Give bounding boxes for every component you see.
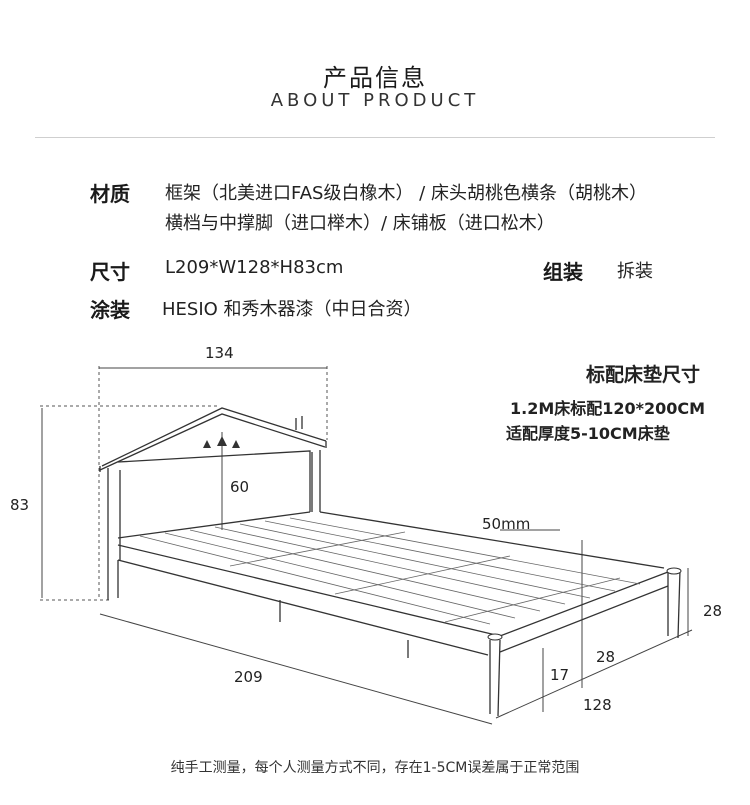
dim-label-60: 60 [230,478,249,496]
dim-label-128: 128 [583,696,612,714]
bed-outline [99,407,681,717]
dim-label-28-leg: 28 [703,602,722,620]
dashed-guides [40,366,328,601]
material-line-1: 框架（北美进口FAS级白橡木） / 床头胡桃色横条（胡桃木） [165,183,647,204]
mattress-title: 标配床垫尺寸 [586,364,701,386]
dim-label-134: 134 [205,344,234,362]
dim-label-17: 17 [550,666,569,684]
dim-label-83: 83 [10,496,29,514]
tree-icon [232,440,240,448]
page-subtitle: ABOUT PRODUCT [270,90,480,111]
dim-label-28-side: 28 [596,648,615,666]
dim-line-209 [99,613,493,725]
measurement-note: 纯手工测量，每个人测量方式不同，存在1-5CM误差属于正常范围 [170,760,580,776]
size-value: L209*W128*H83cm [165,257,344,278]
size-label: 尺寸 [90,260,130,284]
coating-value: HESIO 和秀木器漆（中日合资） [162,299,422,320]
leg-caps [487,567,682,641]
assembly-label: 组装 [543,260,583,284]
material-line-2: 横档与中撑脚（进口榉木）/ 床铺板（进口松木） [165,213,555,234]
slats [139,517,641,625]
dim-label-209: 209 [234,668,263,686]
dim-line-128 [495,629,693,719]
divider [35,137,715,138]
tree-icon [217,436,227,446]
dim-label-50mm: 50mm [482,515,530,533]
tree-icon [203,440,211,448]
assembly-value: 拆装 [617,261,653,282]
headboard-decor [203,436,240,448]
dimension-lines [41,367,693,725]
page-title: 产品信息 [323,64,427,92]
material-label: 材质 [90,182,130,206]
mattress-thickness: 适配厚度5-10CM床垫 [506,424,670,443]
mattress-size: 1.2M床标配120*200CM [510,399,706,418]
coating-label: 涂装 [90,298,130,322]
